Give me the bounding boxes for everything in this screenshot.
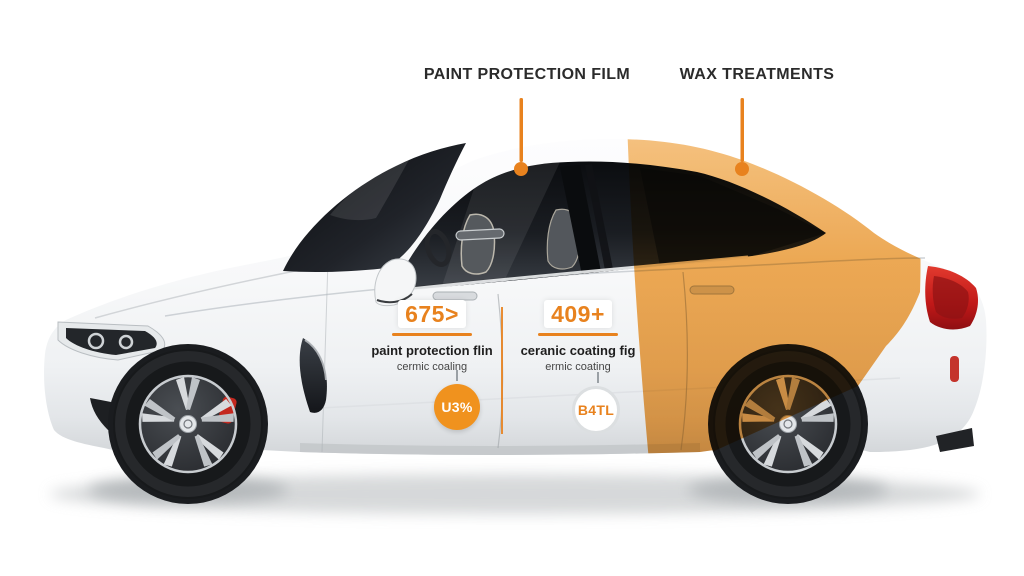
b-pillar [560, 165, 604, 290]
front-wheel [113, 349, 263, 499]
ppf-pointer-line [519, 98, 523, 162]
glass-reflection [440, 162, 560, 291]
wax-badge: B4TL [572, 386, 620, 434]
ppf-stat-subtitle: cermic coaling [396, 361, 468, 373]
ppf-stat-value: 675> [405, 301, 459, 327]
rear-diffuser [936, 428, 974, 452]
fender-vent-chrome [304, 339, 327, 381]
wax-stat-chip: 409+ [544, 300, 612, 328]
wax-stat-underline [538, 333, 618, 336]
wax-stat-title: ceranic coating fig [520, 343, 636, 358]
wax-stat-value: 409+ [551, 301, 605, 327]
windshield [283, 143, 466, 272]
headlight [57, 321, 166, 361]
label-paint-protection-film: PAINT PROTECTION FILM [423, 66, 631, 83]
wax-pointer-dot [735, 162, 749, 176]
fender-seam [321, 259, 329, 453]
pointers [514, 98, 749, 176]
hood-crease [94, 269, 301, 319]
wheel-logo [783, 419, 793, 429]
stats-divider [501, 307, 503, 434]
wheel-logo [183, 419, 193, 429]
label-wax-treatments: WAX TREATMENTS [679, 66, 835, 83]
ppf-pointer-dot [514, 162, 528, 176]
side-mirror [374, 258, 417, 307]
ppf-badge: U3% [434, 384, 480, 430]
front-door-handle [432, 291, 478, 301]
steering-wheel [424, 229, 452, 267]
ppf-stat-chip: 675> [398, 300, 466, 328]
taillight [925, 266, 978, 382]
interior-door-handle [455, 228, 505, 241]
rocker-panel [300, 443, 700, 455]
ppf-badge-tick [456, 370, 458, 381]
rear-reflector [950, 356, 959, 382]
ppf-stat-underline [392, 333, 472, 336]
wax-badge-tick [597, 372, 599, 383]
wax-stat-subtitle: ermic coating [545, 361, 611, 373]
stat-card-ppf: 675> paint protection flin cermic coalin… [370, 300, 494, 373]
wax-pointer-line [740, 98, 744, 162]
windshield-reflection [330, 158, 410, 221]
ppf-stat-title: paint protection flin [371, 343, 493, 358]
stat-card-wax: 409+ ceranic coating fig ermic coating [516, 300, 640, 373]
